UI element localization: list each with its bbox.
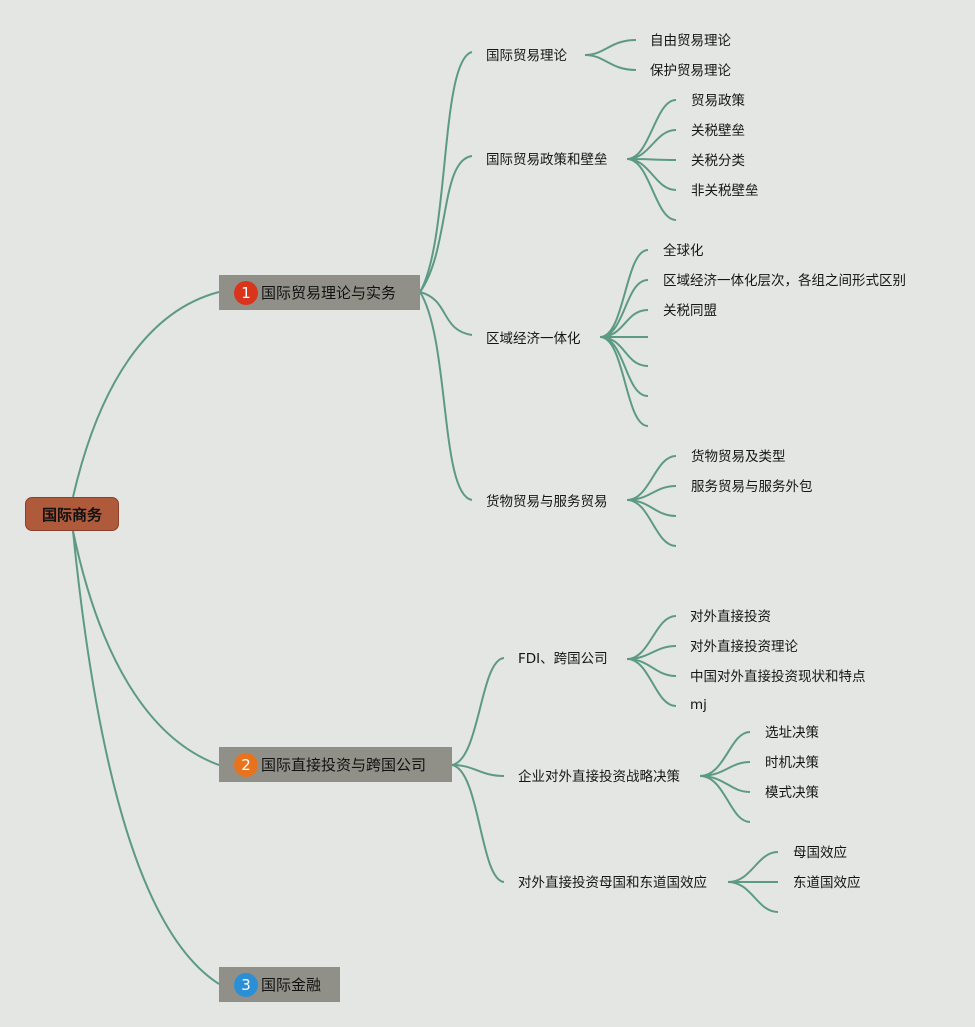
priority-1-icon: 1 (234, 280, 258, 305)
branch-label: 国际直接投资与跨国公司 (261, 756, 427, 774)
leaf-node[interactable]: 母国效应 (793, 845, 847, 861)
leaf-node[interactable]: 保护贸易理论 (650, 63, 731, 79)
priority-2-icon: 2 (234, 752, 258, 777)
leaf-node[interactable]: 关税同盟 (663, 303, 717, 319)
leaf-node[interactable]: 全球化 (663, 243, 704, 259)
topic-fdi-strategy[interactable]: 企业对外直接投资战略决策 (518, 769, 680, 785)
leaf-node[interactable]: 关税分类 (691, 153, 745, 169)
leaf-node[interactable]: 贸易政策 (691, 93, 745, 109)
leaf-node[interactable]: 自由贸易理论 (650, 33, 731, 49)
topic-regional-integration[interactable]: 区域经济一体化 (486, 331, 581, 347)
root-node[interactable]: 国际商务 (25, 497, 119, 531)
priority-3-icon: 3 (234, 972, 258, 997)
connector-root-b1 (72, 291, 220, 498)
leaf-node[interactable]: 货物贸易及类型 (691, 449, 786, 465)
branch-node-investment[interactable]: 2 国际直接投资与跨国公司 (219, 747, 452, 782)
leaf-node[interactable]: 对外直接投资 (690, 609, 771, 625)
connector-b2-t3 (451, 764, 505, 883)
connector-b1-t2 (419, 155, 473, 293)
leaf-node[interactable]: 非关税壁垒 (691, 183, 759, 199)
topic-trade-theory[interactable]: 国际贸易理论 (486, 48, 567, 64)
connector-t1-leaves (584, 39, 637, 71)
leaf-node[interactable]: 模式决策 (765, 785, 819, 801)
connector-root-b2 (72, 530, 220, 766)
connector-b2-t2 (451, 764, 505, 777)
topic-fdi-effects[interactable]: 对外直接投资母国和东道国效应 (518, 875, 707, 891)
leaf-node[interactable]: 东道国效应 (793, 875, 861, 891)
leaf-node[interactable]: 选址决策 (765, 725, 819, 741)
leaf-node[interactable]: mj (690, 697, 707, 713)
leaf-node[interactable]: 对外直接投资理论 (690, 639, 798, 655)
branch-node-trade[interactable]: 1 国际贸易理论与实务 (219, 275, 420, 310)
connector-t2-leaves (626, 99, 677, 221)
topic-goods-services[interactable]: 货物贸易与服务贸易 (486, 494, 608, 510)
branch-label: 国际贸易理论与实务 (261, 284, 397, 302)
connector-t3-leaves (599, 249, 649, 427)
connector-b2-t1 (451, 657, 505, 766)
connector-t7-leaves (727, 851, 779, 913)
root-label: 国际商务 (41, 505, 102, 524)
leaf-node[interactable]: 中国对外直接投资现状和特点 (690, 669, 866, 685)
connector-b1-t4 (419, 291, 473, 501)
branch-label: 国际金融 (261, 976, 322, 994)
leaf-node[interactable]: 关税壁垒 (691, 123, 745, 139)
topic-trade-policy[interactable]: 国际贸易政策和壁垒 (486, 152, 608, 168)
leaf-node[interactable]: 时机决策 (765, 755, 819, 771)
connector-t5-leaves (626, 615, 677, 707)
leaf-node[interactable]: 区域经济一体化层次，各组之间形式区别 (663, 273, 906, 289)
leaf-node[interactable]: 服务贸易与服务外包 (691, 479, 813, 495)
topic-fdi[interactable]: FDI、跨国公司 (518, 651, 608, 667)
connector-t4-leaves (626, 455, 677, 547)
connector-b1-t3 (419, 291, 473, 336)
branch-node-finance[interactable]: 3 国际金融 (219, 967, 340, 1002)
connector-b1-t1 (419, 51, 473, 293)
connector-t6-leaves (699, 731, 751, 823)
connector-root-b3 (72, 530, 220, 985)
